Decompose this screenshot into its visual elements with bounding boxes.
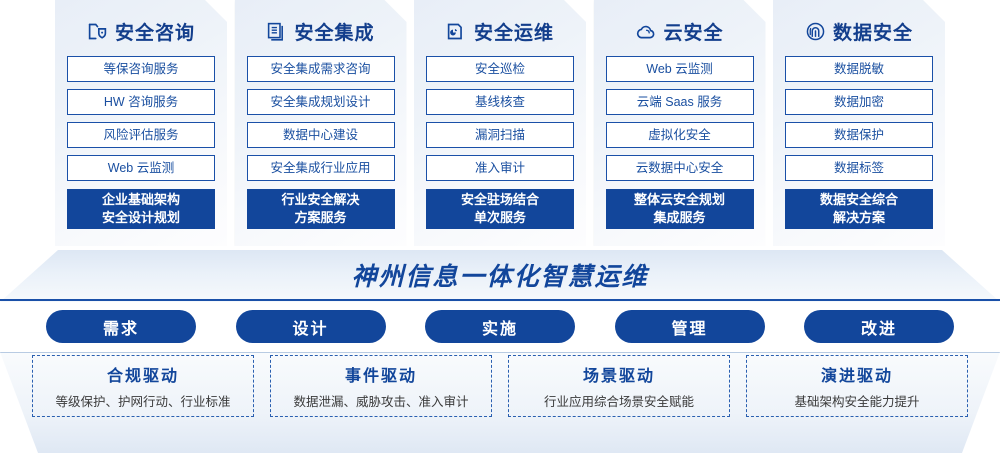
drivers-panel [0,352,1000,453]
card-highlight[interactable]: 企业基础架构 安全设计规划 [67,189,215,229]
driver-subtitle: 数据泄漏、威胁攻击、准入审计 [293,395,469,409]
card-item[interactable]: HW 咨询服务 [67,89,215,115]
card-header: 安全咨询 [67,10,215,52]
card-item-list: 安全巡检 基线核查 漏洞扫描 准入审计 安全驻场结合 单次服务 [426,56,574,229]
card-highlight[interactable]: 数据安全综合 解决方案 [785,189,933,229]
card-title: 安全咨询 [114,22,195,44]
lifecycle-pill-row: 需求 设计 实施 管理 改进 [0,310,1000,343]
card-item[interactable]: 安全集成规划设计 [247,89,395,115]
card-header: 云安全 [606,10,754,52]
card-item[interactable]: Web 云监测 [67,155,215,181]
card-item[interactable]: 基线核查 [426,89,574,115]
cloud-icon [635,21,656,42]
driver-title: 合规驱动 [106,368,179,385]
card-item[interactable]: 安全集成行业应用 [247,155,395,181]
banner-bottom-rule [0,299,1000,301]
card-item-list: Web 云监测 云端 Saas 服务 虚拟化安全 云数据中心安全 整体云安全规划… [606,56,754,229]
card-title: 安全运维 [473,22,554,44]
platform-banner [0,250,1000,302]
card-highlight-line2: 方案服务 [294,210,347,225]
card-item[interactable]: 安全集成需求咨询 [247,56,395,82]
card-item-list: 数据脱敏 数据加密 数据保护 数据标签 数据安全综合 解决方案 [785,56,933,229]
card-item[interactable]: 等保咨询服务 [67,56,215,82]
card-item[interactable]: 数据中心建设 [247,122,395,148]
service-cards-row: 安全咨询 等保咨询服务 HW 咨询服务 风险评估服务 Web 云监测 企业基础架… [0,0,1000,252]
pill-design[interactable]: 设计 [235,310,386,343]
card-highlight[interactable]: 整体云安全规划 集成服务 [606,189,754,229]
card-highlight-line1: 行业安全解决 [281,192,360,207]
driver-subtitle: 基础架构安全能力提升 [794,395,920,409]
pill-implementation[interactable]: 实施 [425,310,575,343]
card-header: 安全集成 [247,10,395,52]
drivers-row: 合规驱动 等级保护、护网行动、行业标准 事件驱动 数据泄漏、威胁攻击、准入审计 … [0,355,1000,445]
driver-title: 事件驱动 [344,368,417,385]
pill-requirement[interactable]: 需求 [46,310,196,343]
service-card-security-integration[interactable]: 安全集成 安全集成需求咨询 安全集成规划设计 数据中心建设 安全集成行业应用 行… [235,0,407,246]
card-highlight-line1: 安全驻场结合 [460,192,539,207]
monitor-chart-icon [446,21,467,42]
card-item[interactable]: 云端 Saas 服务 [606,89,754,115]
card-highlight-line1: 数据安全综合 [819,192,898,207]
service-card-cloud-security[interactable]: 云安全 Web 云监测 云端 Saas 服务 虚拟化安全 云数据中心安全 整体云… [594,0,766,246]
card-item[interactable]: Web 云监测 [606,56,754,82]
card-title: 云安全 [663,22,724,44]
pill-management[interactable]: 管理 [614,310,765,343]
card-title: 安全集成 [294,22,375,44]
service-card-security-operations[interactable]: 安全运维 安全巡检 基线核查 漏洞扫描 准入审计 安全驻场结合 单次服务 [414,0,586,246]
card-item[interactable]: 漏洞扫描 [426,122,574,148]
driver-compliance[interactable]: 合规驱动 等级保护、护网行动、行业标准 [32,355,254,417]
card-item-list: 等保咨询服务 HW 咨询服务 风险评估服务 Web 云监测 企业基础架构 安全设… [67,56,215,229]
driver-subtitle: 等级保护、护网行动、行业标准 [55,395,231,409]
card-item[interactable]: 风险评估服务 [67,122,215,148]
card-item[interactable]: 数据加密 [785,89,933,115]
service-card-security-consulting[interactable]: 安全咨询 等保咨询服务 HW 咨询服务 风险评估服务 Web 云监测 企业基础架… [55,0,227,246]
card-highlight-line2: 单次服务 [473,210,526,225]
card-highlight-line2: 集成服务 [653,210,706,225]
pill-improvement[interactable]: 改进 [804,310,954,343]
fingerprint-icon [805,21,826,42]
card-highlight-line2: 安全设计规划 [101,210,180,225]
driver-title: 演进驱动 [820,368,893,385]
card-item[interactable]: 准入审计 [426,155,574,181]
driver-title: 场景驱动 [582,368,655,385]
driver-evolution[interactable]: 演进驱动 基础架构安全能力提升 [746,355,968,417]
card-header: 数据安全 [785,10,933,52]
card-highlight-line1: 企业基础架构 [101,192,180,207]
service-card-data-security[interactable]: 数据安全 数据脱敏 数据加密 数据保护 数据标签 数据安全综合 解决方案 [773,0,945,246]
folder-shield-icon [87,21,108,42]
card-highlight-line1: 整体云安全规划 [633,192,725,207]
card-item-list: 安全集成需求咨询 安全集成规划设计 数据中心建设 安全集成行业应用 行业安全解决… [247,56,395,229]
card-highlight-line2: 解决方案 [832,210,885,225]
card-highlight[interactable]: 安全驻场结合 单次服务 [426,189,574,229]
driver-subtitle: 行业应用综合场景安全赋能 [543,395,694,409]
driver-scenario[interactable]: 场景驱动 行业应用综合场景安全赋能 [508,355,730,417]
driver-incident[interactable]: 事件驱动 数据泄漏、威胁攻击、准入审计 [270,355,492,417]
platform-banner-title: 神州信息一体化智慧运维 [351,263,649,291]
card-highlight[interactable]: 行业安全解决 方案服务 [247,189,395,229]
card-item[interactable]: 数据脱敏 [785,56,933,82]
card-item[interactable]: 云数据中心安全 [606,155,754,181]
card-item[interactable]: 安全巡检 [426,56,574,82]
card-item[interactable]: 数据标签 [785,155,933,181]
card-item[interactable]: 虚拟化安全 [606,122,754,148]
card-header: 安全运维 [426,10,574,52]
card-title: 数据安全 [832,22,913,44]
stacked-documents-icon [266,21,287,42]
card-item[interactable]: 数据保护 [785,122,933,148]
